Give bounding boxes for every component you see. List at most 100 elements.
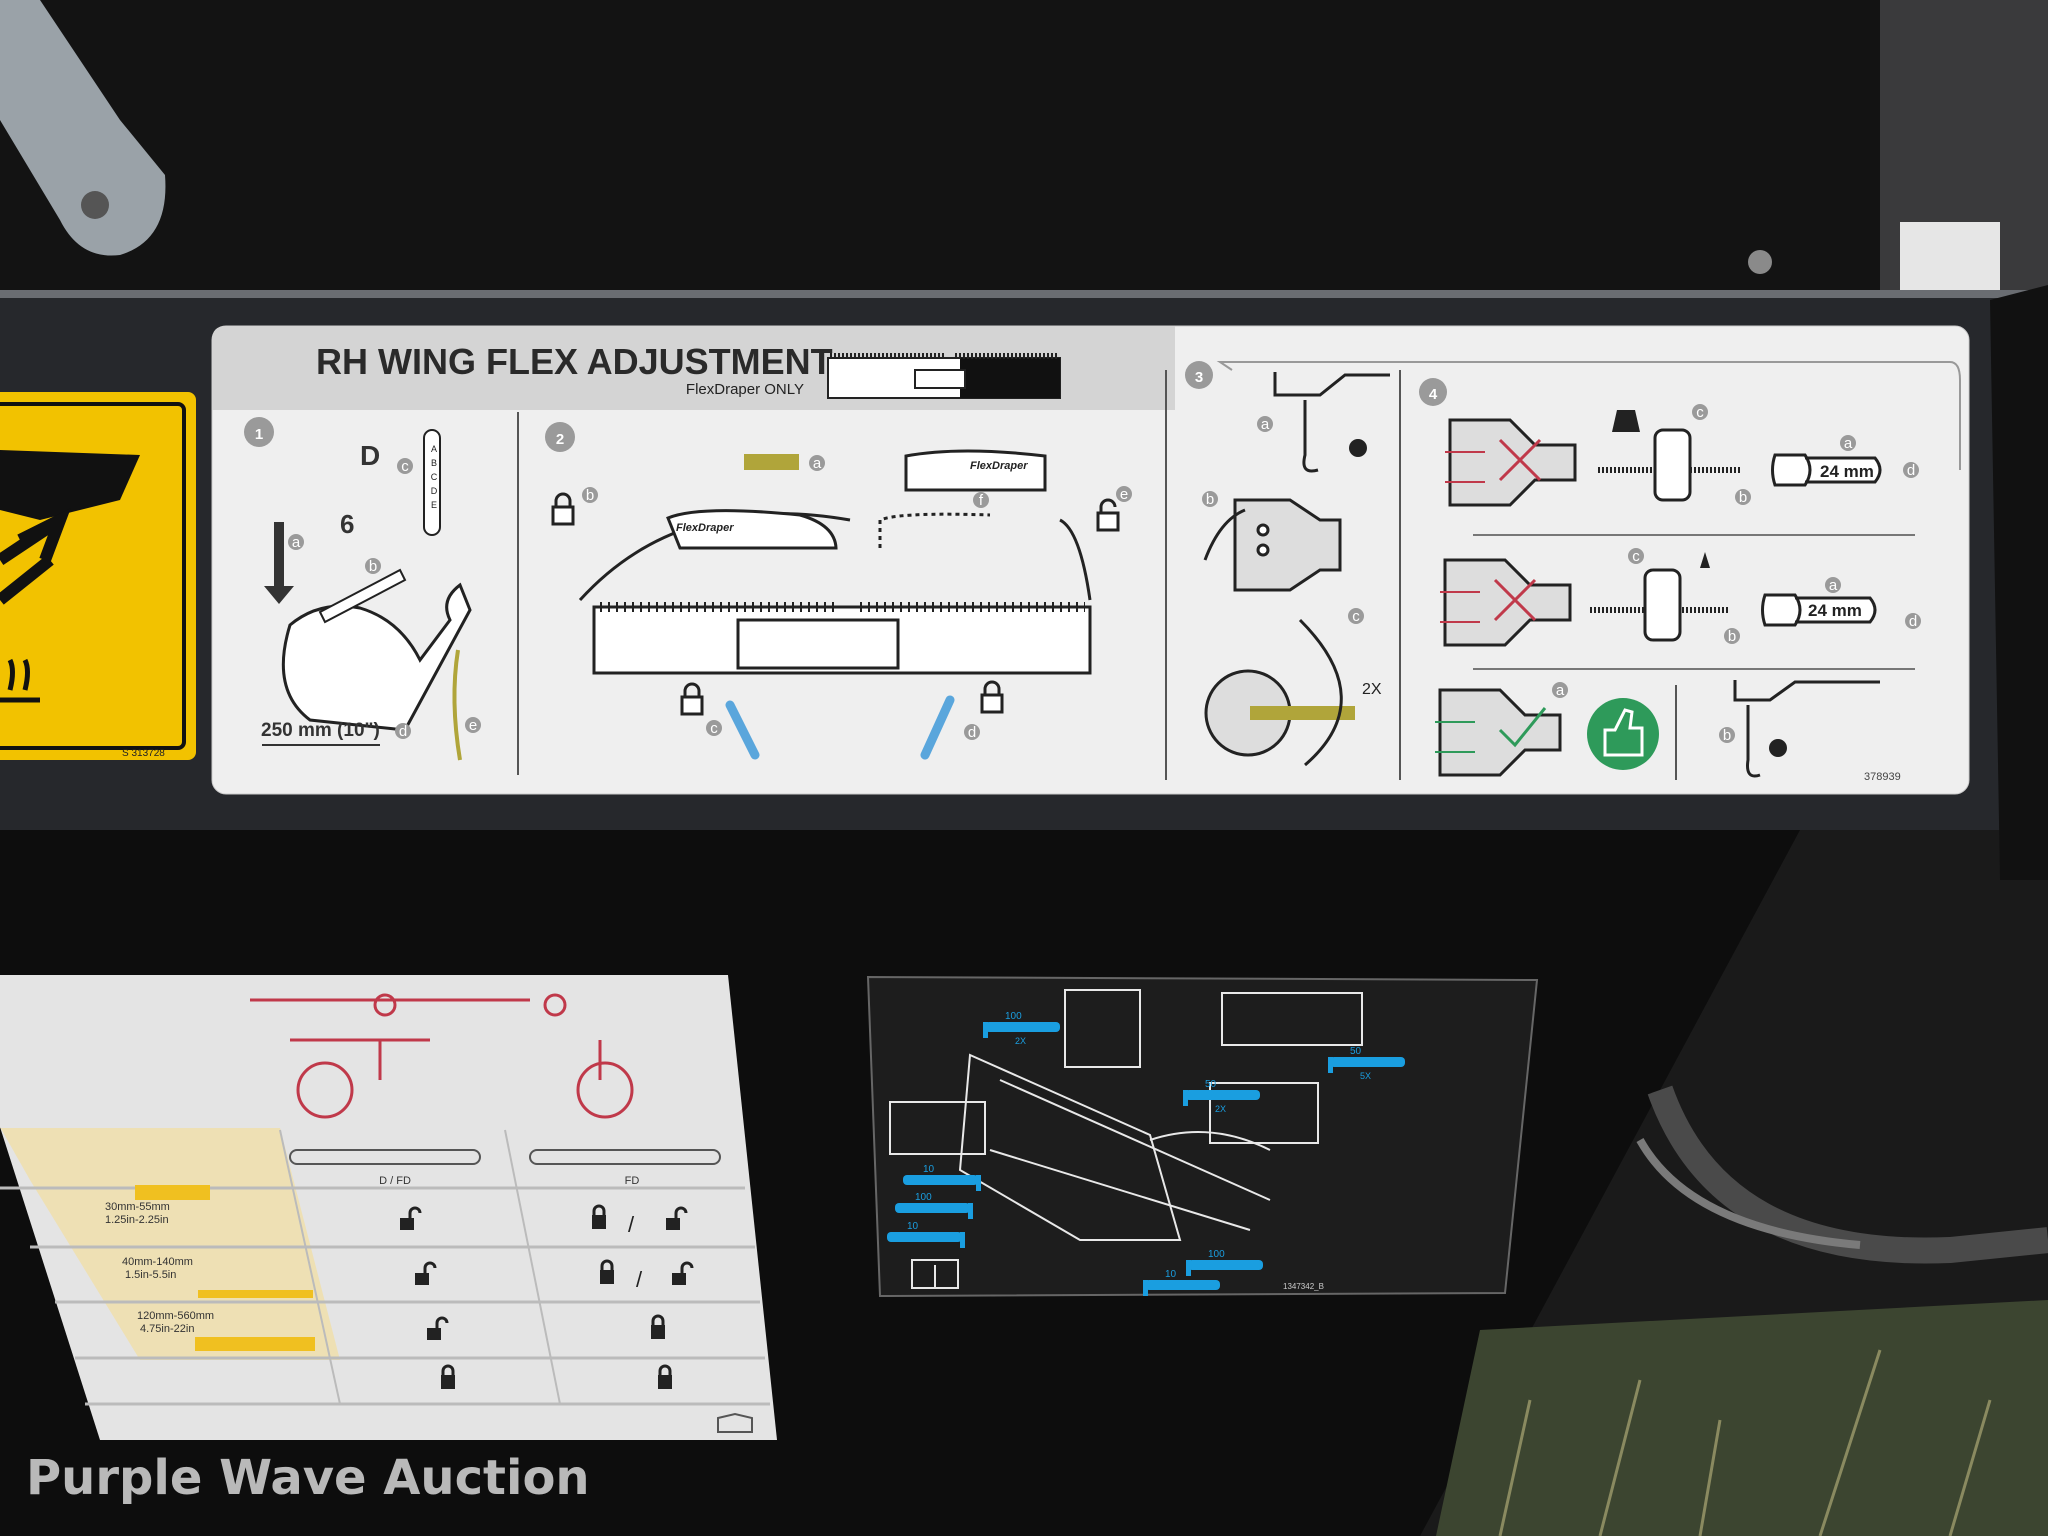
grease-interval-label: 10 (1143, 1269, 1220, 1296)
svg-text:d: d (399, 723, 407, 740)
hot-surface-icon (0, 658, 40, 703)
decal-part-number: 378939 (1864, 771, 1901, 783)
svg-text:a: a (292, 534, 301, 551)
level-icon (744, 454, 799, 470)
wrench-icon (1761, 593, 1877, 627)
lock-icon (980, 680, 1004, 714)
step-badge-2: 2 (545, 422, 575, 452)
svg-text:b: b (1739, 489, 1747, 506)
svg-text:3: 3 (1195, 369, 1203, 386)
brand-label: FlexDraper (676, 522, 734, 534)
grease-hours: 10 (907, 1221, 919, 1232)
grease-gun-icon (895, 1203, 970, 1213)
svg-text:2: 2 (556, 431, 564, 448)
svg-text:/: / (628, 1212, 635, 1237)
lock-icon (551, 492, 575, 526)
svg-text:c: c (1352, 608, 1360, 625)
manual-book-icon (717, 1412, 753, 1433)
svg-text:c: c (1696, 404, 1704, 421)
grease-gun-icon (1330, 1057, 1405, 1067)
svg-text:4: 4 (1429, 386, 1438, 403)
grease-gun-icon (903, 1175, 978, 1185)
svg-text:B: B (431, 458, 437, 468)
svg-text:c: c (1632, 548, 1640, 565)
svg-text:E: E (431, 500, 437, 510)
svg-text:f: f (979, 492, 984, 509)
height-label: 250 mm (10") (261, 720, 380, 741)
lock-icon (592, 1215, 606, 1229)
step-badge-3: 3 (1185, 361, 1213, 389)
svg-text:1.25in-2.25in: 1.25in-2.25in (105, 1214, 169, 1226)
decal-title: RH WING FLEX ADJUSTMENT (316, 341, 833, 382)
down-arrow-icon (264, 586, 294, 604)
grease-hours: 50 (1350, 1046, 1362, 1057)
lock-icon (658, 1375, 672, 1389)
grease-gun-icon (1185, 1090, 1260, 1100)
svg-text:40mm-140mm: 40mm-140mm (122, 1256, 193, 1268)
grease-gun-icon (1145, 1280, 1220, 1290)
wrench-size: 24 mm (1808, 601, 1862, 620)
svg-text:30mm-55mm: 30mm-55mm (105, 1201, 170, 1213)
grease-gun-icon (985, 1022, 1060, 1032)
svg-text:4.75in-22in: 4.75in-22in (140, 1323, 194, 1335)
bolt (1748, 250, 1772, 274)
svg-text:a: a (1261, 416, 1270, 433)
indicator-scale (423, 429, 441, 536)
lock-icon (600, 1270, 614, 1284)
step1-illustration: A B C D E D 6 250 mm (10") a b c d e (261, 429, 481, 761)
checkmark-icon (1498, 707, 1547, 748)
manual-book-icon (911, 1259, 959, 1289)
ruler (318, 568, 407, 624)
svg-text:d: d (1909, 613, 1917, 630)
ruler-number: 6 (340, 509, 354, 539)
svg-text:120mm-560mm: 120mm-560mm (137, 1310, 214, 1322)
grass (1436, 1300, 2048, 1536)
column-header: D / FD (379, 1175, 411, 1187)
turns-label: 2X (1362, 681, 1382, 698)
flow-arrow (1216, 361, 1961, 470)
wrench-icon (1771, 453, 1882, 487)
svg-text:b: b (369, 558, 377, 575)
center-link (736, 618, 900, 670)
step-badge-4: 4 (1419, 378, 1447, 406)
grease-interval-label: 10 (887, 1221, 965, 1248)
flexdraper-cover-removed (904, 449, 1047, 492)
grease-interval-label: 100 (895, 1192, 973, 1219)
svg-text:c: c (710, 720, 718, 737)
flexdraper-cover (666, 509, 838, 550)
weight-icon (1612, 410, 1640, 432)
svg-text:a: a (813, 455, 822, 472)
svg-text:e: e (1120, 486, 1128, 503)
unlock-icon (666, 1218, 680, 1230)
unlock-icon (427, 1328, 441, 1340)
wrench-size: 24 mm (1820, 462, 1874, 481)
svg-text:a: a (1844, 435, 1853, 452)
lock-icon (441, 1375, 455, 1389)
upper-machine-panel (0, 0, 2048, 300)
hand (1203, 508, 1246, 561)
wing-flex-decal: RH WING FLEX ADJUSTMENT FlexDraper ONLY … (211, 325, 1970, 795)
indicator-letter: D (360, 440, 380, 471)
wrong-adjust-1: 24 mm c b a d (1445, 404, 1919, 507)
grease-interval-label: 100 (1186, 1249, 1263, 1276)
grease-hours: 10 (923, 1164, 935, 1175)
svg-text:e: e (469, 717, 477, 734)
grease-count: 2X (1215, 1104, 1226, 1114)
watermark: Purple Wave Auction (26, 1450, 590, 1506)
grease-hours: 100 (915, 1192, 932, 1203)
decal-subtitle: FlexDraper ONLY (686, 381, 804, 398)
wrench-handle (1250, 706, 1355, 720)
column-header: FD (625, 1175, 640, 1187)
svg-text:b: b (586, 487, 594, 504)
hydraulic-hose (1647, 1085, 2048, 1264)
grease-gun-icon (1188, 1260, 1263, 1270)
crush-arrow-icon (0, 507, 71, 605)
lube-part-number: 1347342_B (1283, 1282, 1324, 1291)
lock-status-icons: / / (400, 1204, 694, 1389)
grease-count: 5X (1360, 1071, 1371, 1081)
white-fitting (1900, 222, 2000, 292)
svg-text:a: a (1556, 682, 1565, 699)
